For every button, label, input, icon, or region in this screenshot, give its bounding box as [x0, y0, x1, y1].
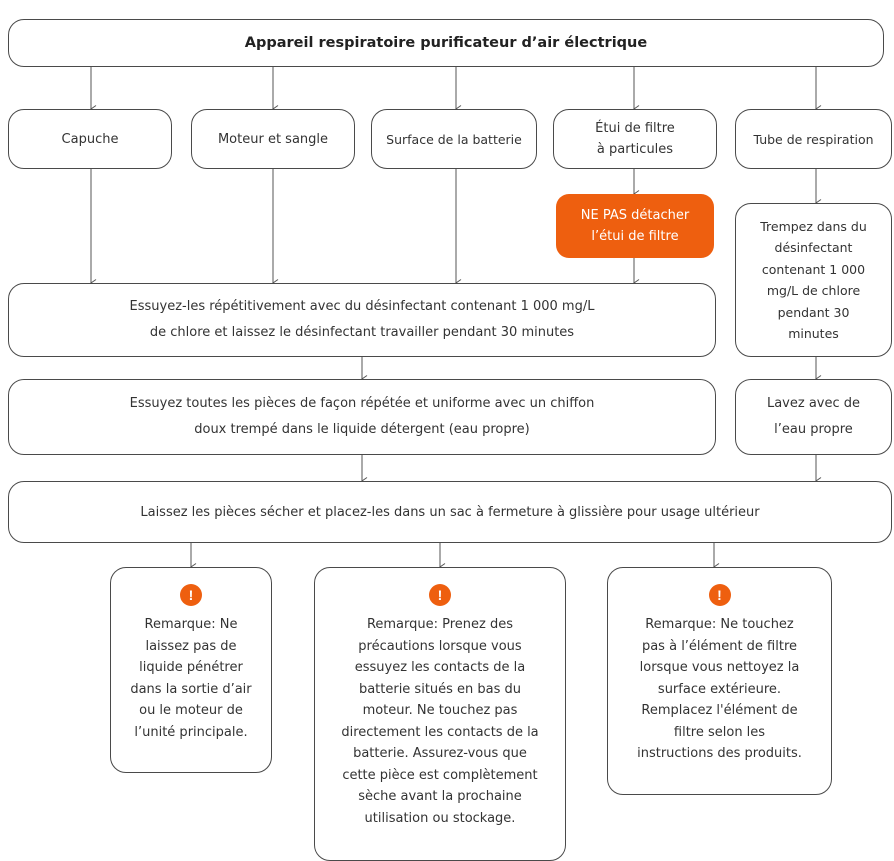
- tube-soak-label: Trempez dans du désinfectant contenant 1…: [760, 218, 867, 342]
- diagram-title: Appareil respiratoire purificateur d’air…: [244, 35, 648, 51]
- component-filter-case: Étui de filtre à particules: [553, 109, 717, 169]
- tube-wash-label: Lavez avec de l’eau propre: [766, 396, 861, 437]
- note-2-box: ! Remarque: Prenez des précautions lorsq…: [314, 567, 566, 861]
- filter-warning-box: NE PAS détacher l’étui de filtre: [556, 194, 714, 258]
- component-tube-label: Tube de respiration: [753, 131, 874, 147]
- step-wipe-detergent-label: Essuyez toutes les pièces de façon répét…: [129, 396, 595, 437]
- note-3-box: ! Remarque: Ne touchez pas à l’élément d…: [607, 567, 832, 795]
- component-hood-label: Capuche: [61, 131, 119, 147]
- step-dry: Laissez les pièces sécher et placez-les …: [8, 481, 892, 543]
- component-filter-case-label: Étui de filtre à particules: [595, 121, 675, 157]
- title-box: Appareil respiratoire purificateur d’air…: [8, 19, 884, 67]
- component-motor-label: Moteur et sangle: [217, 131, 329, 147]
- filter-warning-label: NE PAS détacher l’étui de filtre: [580, 208, 690, 244]
- step-wipe-disinfect-label: Essuyez-les répétitivement avec du désin…: [129, 299, 595, 340]
- tube-soak-box: Trempez dans du désinfectant contenant 1…: [735, 203, 892, 357]
- component-hood: Capuche: [8, 109, 172, 169]
- step-dry-label: Laissez les pièces sécher et placez-les …: [140, 504, 760, 520]
- note-1-text: Remarque: Ne laissez pas de liquide péné…: [130, 617, 252, 740]
- step-wipe-detergent: Essuyez toutes les pièces de façon répét…: [8, 379, 716, 455]
- note-1-box: ! Remarque: Ne laissez pas de liquide pé…: [110, 567, 272, 773]
- note-2-text: Remarque: Prenez des précautions lorsque…: [341, 617, 539, 826]
- component-battery: Surface de la batterie: [371, 109, 537, 169]
- exclamation-icon: !: [180, 584, 202, 606]
- note-3-text: Remarque: Ne touchez pas à l’élément de …: [637, 617, 802, 761]
- exclamation-icon: !: [708, 584, 731, 606]
- tube-wash-box: Lavez avec de l’eau propre: [735, 379, 892, 455]
- component-tube: Tube de respiration: [735, 109, 892, 169]
- component-motor: Moteur et sangle: [191, 109, 355, 169]
- step-wipe-disinfect: Essuyez-les répétitivement avec du désin…: [8, 283, 716, 357]
- component-battery-label: Surface de la batterie: [386, 131, 522, 147]
- exclamation-icon: !: [429, 584, 451, 606]
